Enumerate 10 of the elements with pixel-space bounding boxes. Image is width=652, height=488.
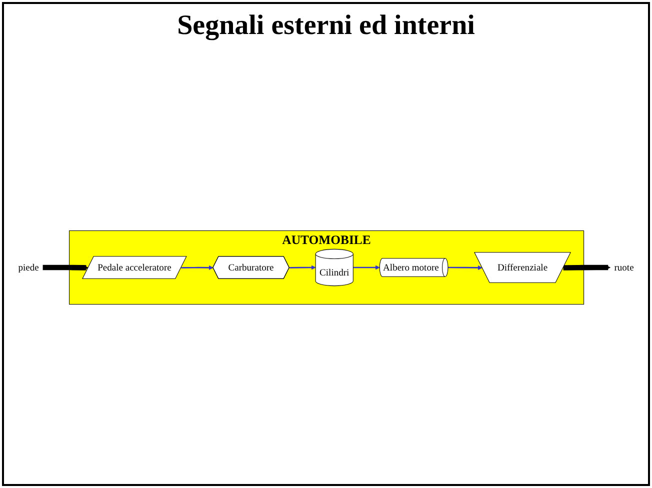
arrow: [42, 264, 89, 270]
arrow: [563, 264, 610, 270]
diagram-title: Segnali esterni ed interni: [176, 10, 476, 42]
arrow: [448, 265, 482, 270]
node-text: ruote: [614, 262, 634, 273]
node-text: Albero motore: [383, 262, 439, 273]
arrow: [181, 265, 214, 270]
arrow: [353, 265, 380, 270]
node-text: piede: [18, 262, 39, 273]
arrow: [289, 265, 316, 270]
